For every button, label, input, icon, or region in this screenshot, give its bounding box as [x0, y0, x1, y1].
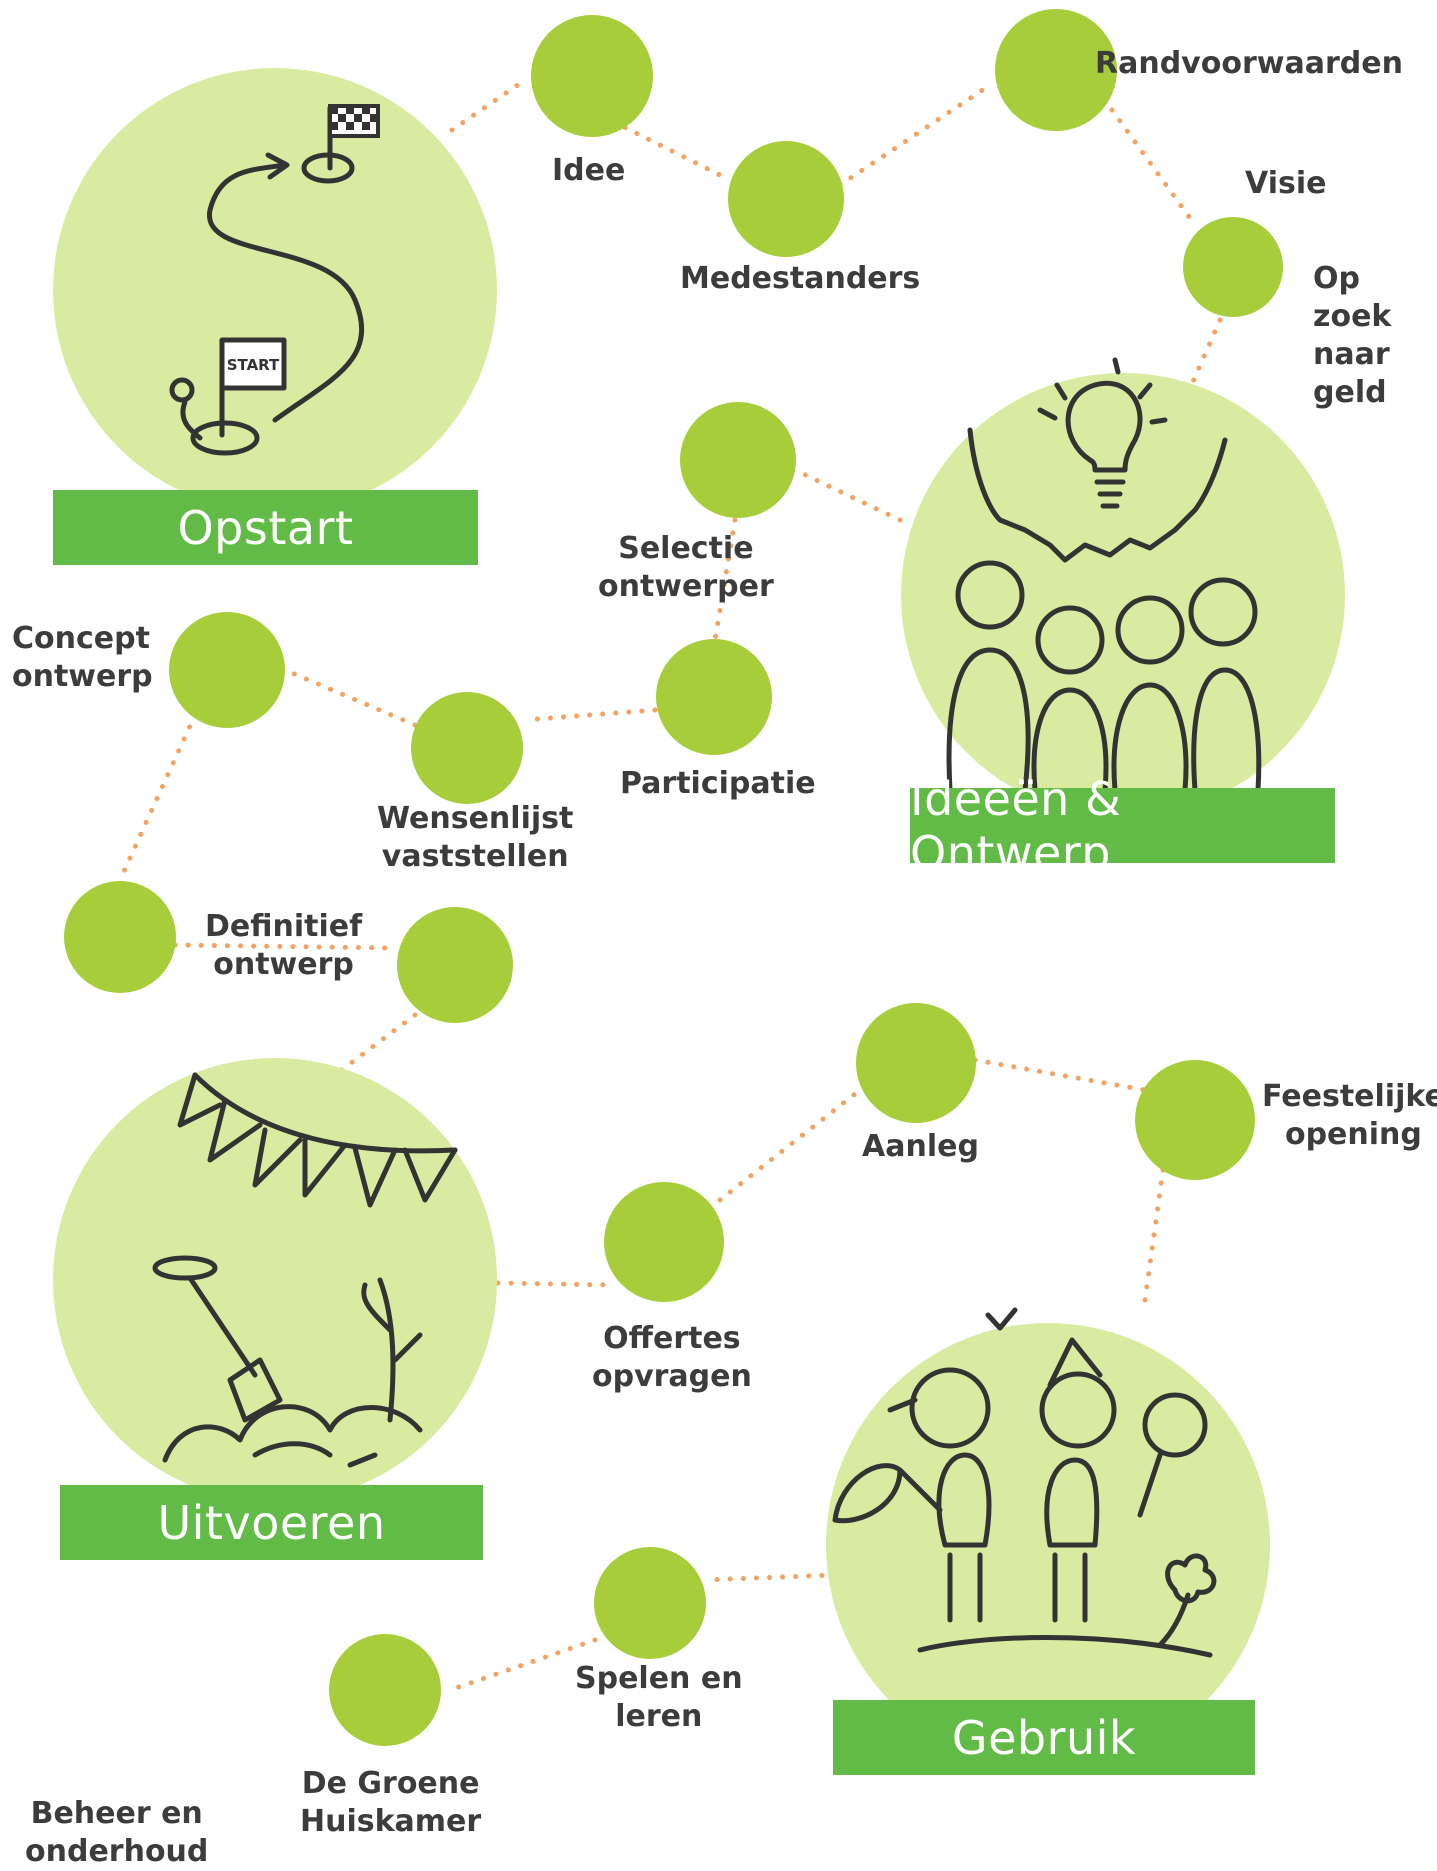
bulb-rays — [1037, 357, 1168, 425]
start-flag — [219, 337, 287, 391]
connector-offertes-aanleg — [717, 1087, 863, 1203]
step-circle-concept — [169, 612, 285, 728]
finish-flag-checker — [328, 104, 380, 138]
shovel-shaft — [187, 1275, 258, 1378]
connector-aanleg-feestelijke — [972, 1057, 1148, 1093]
connector-wensenlijst-concept — [282, 667, 418, 728]
raised-arms — [967, 427, 1228, 563]
connector-gebruik-spelen — [702, 1572, 838, 1583]
step-circles — [64, 9, 1283, 1746]
step-circle-feestelijke — [1135, 1060, 1255, 1180]
step-circle-randvoorwaarden — [995, 9, 1117, 131]
connector-definitief-circle — [172, 942, 398, 951]
opstart-sketch — [169, 105, 364, 456]
step-circle-definitief-right — [397, 907, 513, 1023]
step-circle-selectie — [680, 402, 796, 518]
kid1-head — [909, 1367, 991, 1449]
step-label-beheer-en-onderhoud: Beheer en onderhoud — [25, 1796, 209, 1869]
phase-circles — [53, 68, 1345, 1767]
connector-medestanders-randvoorwaarden — [837, 82, 993, 188]
kid1-cap — [887, 1397, 918, 1413]
step-circle-definitief — [64, 881, 176, 993]
step-label-offertes-opvragen: Offertes opvragen — [592, 1321, 752, 1394]
step-label-selectie-ontwerper: Selectie ontwerper — [598, 531, 774, 604]
ideeen-ontwerp-circle — [901, 373, 1345, 817]
gebruik-sketch — [832, 1307, 1217, 1658]
bunting-flags — [177, 1072, 458, 1208]
connector-randvoorwaarden-visie — [1109, 107, 1198, 228]
connector-opstart-idee — [449, 77, 528, 133]
shovel-handle — [152, 1255, 218, 1281]
step-label-idee: Idee — [552, 153, 626, 188]
ideeen-sketch — [946, 357, 1262, 793]
flower-icon — [1157, 1553, 1217, 1648]
person1-head — [955, 560, 1025, 630]
start-target — [190, 420, 260, 456]
connector-visie-ideeen — [1182, 317, 1223, 403]
connector-feestelijke-gebruik — [1142, 1167, 1166, 1303]
step-label-visie: Visie — [1245, 166, 1327, 201]
step-circle-idee — [531, 15, 653, 137]
step-circle-aanleg — [856, 1003, 976, 1123]
kid2-head — [1039, 1371, 1117, 1449]
magnifier-lens — [1142, 1392, 1208, 1458]
ground-line — [917, 1635, 1213, 1658]
step-label-definitief-ontwerp: Definitief ontwerp — [205, 909, 363, 982]
path-connectors — [117, 77, 1223, 1693]
step-label-aanleg: Aanleg — [862, 1129, 979, 1164]
dirt-mounds — [162, 1404, 423, 1468]
person4-head — [1188, 577, 1258, 647]
step-label-de-groene-huiskamer: De Groene Huiskamer — [300, 1766, 482, 1839]
step-circle-medestanders — [728, 141, 844, 257]
butterfly-net — [832, 1463, 943, 1524]
connector-uitvoeren-offertes — [495, 1280, 613, 1288]
step-label-concept-ontwerp: Concept ontwerp — [12, 621, 153, 694]
connector-ideeen-selectie — [792, 467, 903, 523]
person2-head — [1035, 605, 1105, 675]
step-label-randvoorwaarden: Randvoorwaarden — [1095, 46, 1403, 81]
connector-spelen-groene — [447, 1637, 598, 1693]
step-circle-visie — [1183, 217, 1283, 317]
step-circle-offertes — [604, 1182, 724, 1302]
kid2-hat — [1047, 1337, 1103, 1388]
phase-banner-ideeen-ontwerp: Ideeën & Ontwerp — [910, 772, 1335, 880]
uitvoeren-sketch — [152, 1072, 458, 1468]
person-body — [180, 399, 203, 441]
shovel-blade — [227, 1357, 283, 1423]
connector-concept-definitief — [117, 712, 198, 883]
person-bodies — [946, 647, 1262, 793]
step-label-feestelijke-opening: Feestelijke opening — [1262, 1079, 1437, 1152]
connector-definitief-uitvoeren — [332, 1012, 418, 1078]
step-label-medestanders: Medestanders — [680, 261, 921, 296]
start-flag-text: START — [227, 356, 280, 374]
phase-banner-opstart: Opstart — [53, 490, 478, 565]
person3-head — [1115, 595, 1185, 665]
step-circle-wensenlijst — [411, 692, 523, 804]
lightbulb-icon — [1065, 380, 1143, 509]
step-label-op-zoek-naar-geld: Op zoek naar geld — [1313, 261, 1392, 410]
step-circle-groene-huiskamer — [329, 1634, 441, 1746]
step-circle-participatie — [656, 639, 772, 755]
arrow-head — [265, 152, 290, 180]
plant-stem — [361, 1277, 423, 1423]
bird-icon — [985, 1307, 1018, 1331]
step-circle-spelen — [594, 1547, 706, 1659]
kid-bodies — [936, 1452, 1100, 1623]
magnifier-handle — [1137, 1452, 1163, 1518]
step-label-wensenlijst: Wensenlijst vaststellen — [377, 801, 574, 874]
opstart-circle — [53, 68, 497, 512]
winding-path-arrow — [207, 162, 364, 423]
person-head — [169, 377, 195, 403]
phase-banner-gebruik: Gebruik — [833, 1700, 1255, 1775]
phase-banner-uitvoeren: Uitvoeren — [60, 1485, 483, 1560]
step-label-spelen-en-leren: Spelen en leren — [575, 1661, 743, 1734]
connector-participatie-wensenlijst — [522, 707, 658, 723]
bunting-line — [192, 1072, 458, 1154]
step-label-participatie: Participatie — [620, 766, 816, 801]
